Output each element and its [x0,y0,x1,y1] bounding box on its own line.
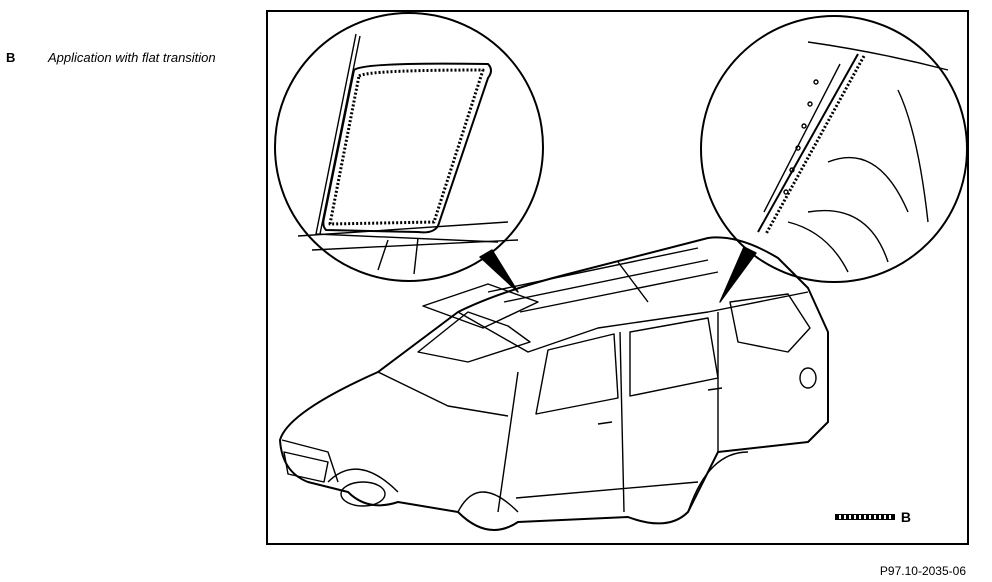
legend-letter: B [900,509,911,525]
figure-caption: Application with flat transition [48,50,216,65]
car-body-illustration [274,12,967,531]
ref-letter: B [6,50,16,65]
figure-id: P97.10-2035-06 [879,564,966,578]
detail-circle-left [274,12,544,282]
detail-circle-right [700,15,967,283]
illustration-frame: B [266,10,969,545]
car-body [279,236,829,531]
seam-legend: B [834,509,911,525]
dotted-seam-marker [834,514,895,520]
